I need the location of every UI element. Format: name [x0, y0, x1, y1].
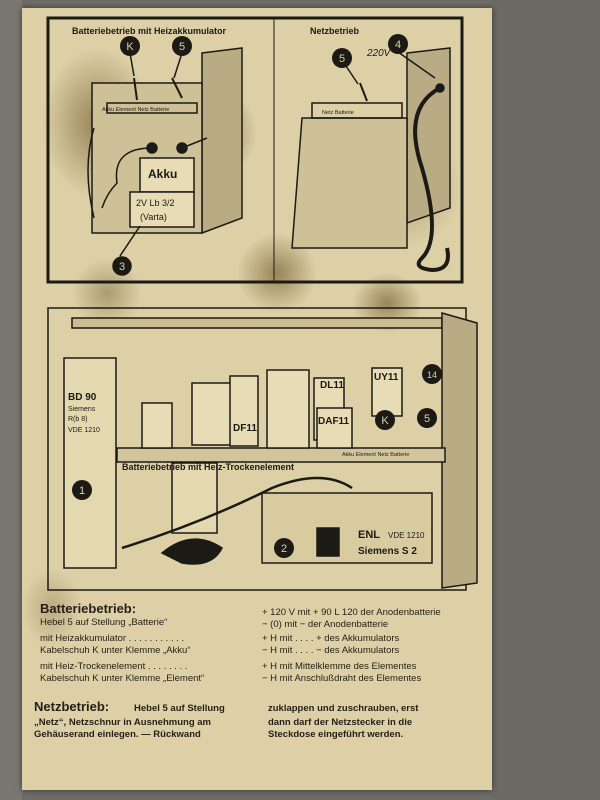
switch-positions-bottom-label: Akku Element Netz Batterie	[342, 452, 409, 458]
callout-k-bottom: K	[375, 410, 395, 430]
instruction-line: mit Heizakkumulator . . . . . . . . . . …	[40, 633, 185, 644]
svg-text:3: 3	[119, 261, 125, 273]
instruction-line: Kabelschuh K unter Klemme „Element“	[40, 673, 205, 684]
mains-right-line: zuklappen und zuschrauben, erst	[268, 703, 419, 714]
table-surface-right	[492, 0, 600, 800]
akku-spec: 2V Lb 3/2	[136, 198, 175, 208]
battery-model: BD 90	[68, 392, 97, 403]
callout-5-bottom: 5	[417, 408, 437, 428]
callout-5-right: 5	[332, 48, 352, 68]
mains-line: Hebel 5 auf Stellung	[134, 703, 225, 714]
switch-positions-right-label: Netz Batterie	[322, 110, 354, 116]
top-left-title: Batteriebetrieb mit Heizakkumulator	[72, 26, 227, 36]
akku-maker: (Varta)	[140, 212, 167, 222]
instruction-right-line: + H mit . . . . + des Akkumulators	[262, 633, 400, 644]
instruction-line: Kabelschuh K unter Klemme „Akku“	[40, 645, 191, 656]
enl-maker: Siemens S 2	[358, 546, 417, 557]
wiring-diagram: K 5 3 5 4 1 2 14 K	[46, 16, 478, 591]
callout-4: 4	[388, 34, 408, 54]
battery-code: R(b 8)	[68, 416, 87, 423]
top-right-title: Netzbetrieb	[310, 26, 360, 36]
instruction-right-line: + 120 V mit + 90 L 120 der Anodenbatteri…	[262, 607, 441, 618]
svg-text:K: K	[126, 41, 134, 53]
battery-maker: Siemens	[68, 406, 96, 413]
enl-label: ENL	[358, 529, 380, 541]
callout-k-top: K	[120, 36, 140, 56]
instruction-right-line: + H mit Mittelklemme des Elementes	[262, 661, 417, 672]
svg-text:5: 5	[424, 413, 430, 425]
akku-label: Akku	[148, 167, 177, 181]
tube-df11: DF11	[233, 423, 257, 434]
shelf-label: Batteriebetrieb mit Heiz-Trockenelement	[122, 462, 294, 472]
tube-daf11: DAF11	[318, 416, 350, 427]
mains-operation-heading: Netzbetrieb:	[34, 699, 110, 714]
instruction-right-line: − H mit . . . . − des Akkumulators	[262, 645, 400, 656]
instruction-line: Hebel 5 auf Stellung „Batterie“	[40, 617, 168, 628]
mains-line: Gehäuserand einlegen. — Rückwand	[34, 729, 201, 740]
callout-5-top: 5	[172, 36, 192, 56]
svg-text:1: 1	[79, 485, 85, 497]
callout-14: 14	[422, 364, 442, 384]
battery-norm: VDE 1210	[68, 427, 100, 434]
mains-right-line: dann darf der Netzstecker in die	[268, 717, 413, 728]
table-surface-left	[0, 0, 22, 800]
mains-line: „Netz“, Netzschnur in Ausnehmung am	[34, 717, 211, 728]
tube-uy11: UY11	[374, 372, 399, 383]
mains-right-line: Steckdose eingeführt werden.	[268, 729, 404, 740]
switch-positions-label: Akku Element Netz Batterie	[102, 107, 169, 113]
battery-operation-heading: Batteriebetrieb:	[40, 601, 137, 616]
svg-text:2: 2	[281, 543, 287, 555]
handwritten-voltage: 220V	[366, 48, 392, 59]
instruction-right-line: − H mit Anschlußdraht des Elementes	[262, 673, 422, 684]
svg-text:K: K	[381, 415, 389, 427]
svg-text:5: 5	[179, 41, 185, 53]
callout-1: 1	[72, 480, 92, 500]
svg-text:5: 5	[339, 53, 345, 65]
tube-dl11: DL11	[320, 380, 344, 391]
instruction-line: mit Heiz-Trockenelement . . . . . . . .	[40, 661, 188, 672]
svg-text:14: 14	[427, 370, 437, 380]
instruction-sheet: K 5 3 5 4 1 2 14 K	[22, 8, 492, 790]
stain	[22, 568, 82, 648]
instruction-right-line: − (0) mit − der Anodenbatterie	[262, 619, 389, 630]
enl-norm: VDE 1210	[388, 531, 425, 540]
callout-3: 3	[119, 261, 125, 273]
callout-2: 2	[274, 538, 294, 558]
svg-text:4: 4	[395, 39, 401, 51]
